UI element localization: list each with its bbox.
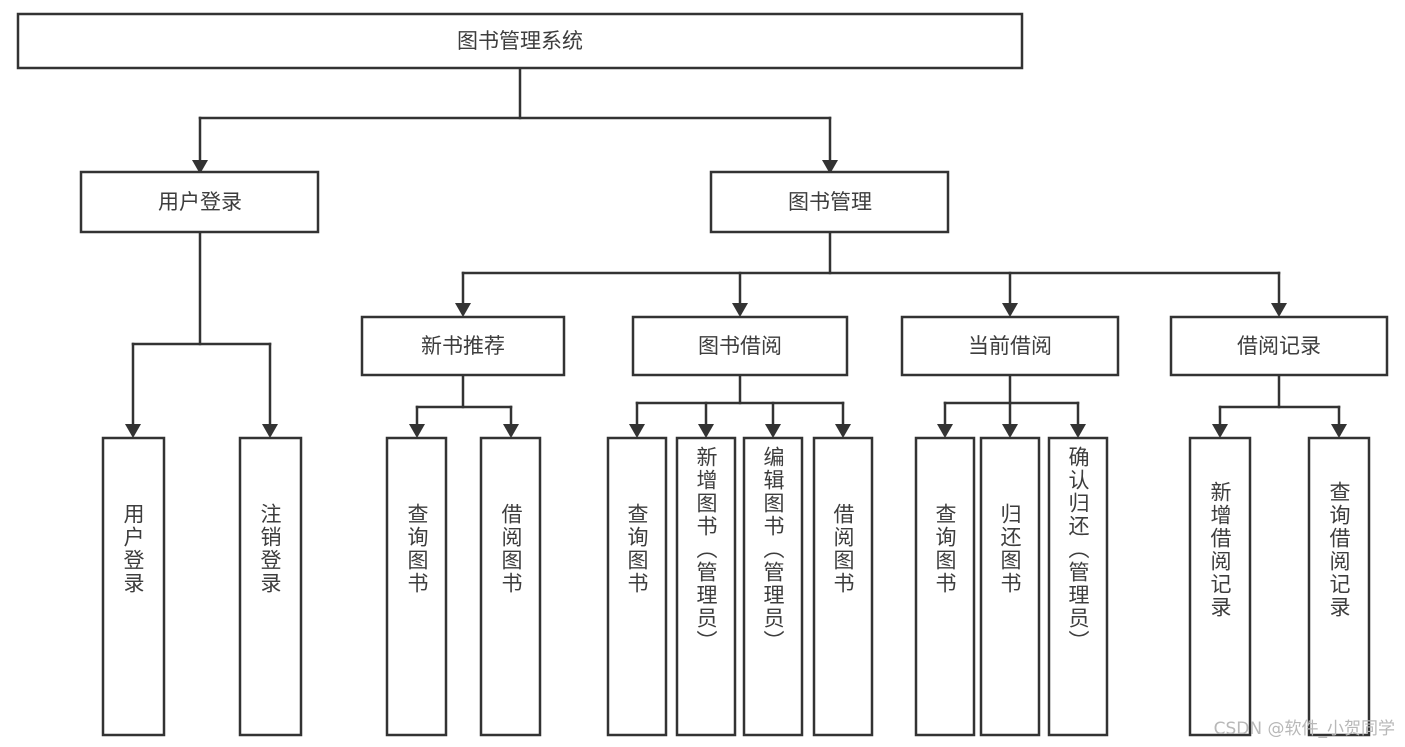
leaf-currentborrow-return-label: 归还图书: [998, 503, 1022, 595]
connector-borrowrecord-to-leaves: [1212, 373, 1347, 438]
leaf-borrowrecord-add-label: 新增借阅记录: [1208, 481, 1232, 619]
connector-newbook-to-leaves: [409, 373, 519, 438]
node-new-book-recommend-label: 新书推荐: [421, 334, 505, 358]
leaf-bookborrow-borrow-label: 借阅图书: [831, 503, 855, 595]
leaf-bookborrow-query[interactable]: 查询图书: [606, 436, 668, 737]
leaf-newbook-borrow-label: 借阅图书: [499, 503, 523, 595]
leaf-user-login-login[interactable]: 用户登录: [101, 436, 166, 737]
node-borrow-record[interactable]: 借阅记录: [1169, 315, 1389, 377]
leaf-bookborrow-add[interactable]: 新增图书（管理员）: [675, 436, 737, 737]
connector-bookmgmt-to-level3: [455, 230, 1287, 317]
leaf-user-login-login-label: 用户登录: [121, 503, 145, 595]
leaf-currentborrow-confirm-label: 确认归还（管理员）: [1066, 446, 1090, 653]
leaf-currentborrow-query[interactable]: 查询图书: [914, 436, 976, 737]
leaf-borrowrecord-query[interactable]: 查询借阅记录: [1307, 436, 1371, 737]
node-book-borrow[interactable]: 图书借阅: [631, 315, 849, 377]
leaf-user-login-logout[interactable]: 注销登录: [238, 436, 303, 737]
connector-root-to-level2: [192, 66, 838, 174]
node-new-book-recommend[interactable]: 新书推荐: [360, 315, 566, 377]
leaf-user-login-logout-label: 注销登录: [258, 503, 282, 595]
leaf-bookborrow-borrow[interactable]: 借阅图书: [812, 436, 874, 737]
node-book-management[interactable]: 图书管理: [709, 170, 950, 234]
node-root[interactable]: 图书管理系统: [16, 12, 1024, 70]
connector-currentborrow-to-leaves: [937, 373, 1086, 438]
leaf-borrowrecord-add[interactable]: 新增借阅记录: [1188, 436, 1252, 737]
leaf-bookborrow-query-label: 查询图书: [625, 503, 649, 595]
node-current-borrow-label: 当前借阅: [968, 334, 1052, 358]
leaf-currentborrow-confirm[interactable]: 确认归还（管理员）: [1047, 436, 1109, 737]
leaf-bookborrow-edit-label: 编辑图书（管理员）: [761, 446, 785, 653]
leaf-newbook-query-label: 查询图书: [405, 503, 429, 595]
connector-bookborrow-to-leaves: [629, 373, 851, 438]
node-borrow-record-label: 借阅记录: [1237, 334, 1321, 358]
leaf-currentborrow-return[interactable]: 归还图书: [979, 436, 1041, 737]
connector-userlogin-to-leaves: [125, 230, 278, 438]
leaf-bookborrow-add-label: 新增图书（管理员）: [694, 446, 718, 653]
node-root-label: 图书管理系统: [457, 29, 583, 53]
leaf-bookborrow-edit[interactable]: 编辑图书（管理员）: [742, 436, 804, 737]
leaf-newbook-query[interactable]: 查询图书: [385, 436, 448, 737]
node-current-borrow[interactable]: 当前借阅: [900, 315, 1120, 377]
leaf-borrowrecord-query-label: 查询借阅记录: [1327, 481, 1351, 619]
node-book-management-label: 图书管理: [788, 190, 872, 214]
leaf-newbook-borrow[interactable]: 借阅图书: [479, 436, 542, 737]
node-user-login[interactable]: 用户登录: [79, 170, 320, 234]
node-book-borrow-label: 图书借阅: [698, 334, 782, 358]
node-user-login-label: 用户登录: [158, 190, 242, 214]
leaf-currentborrow-query-label: 查询图书: [933, 503, 957, 595]
